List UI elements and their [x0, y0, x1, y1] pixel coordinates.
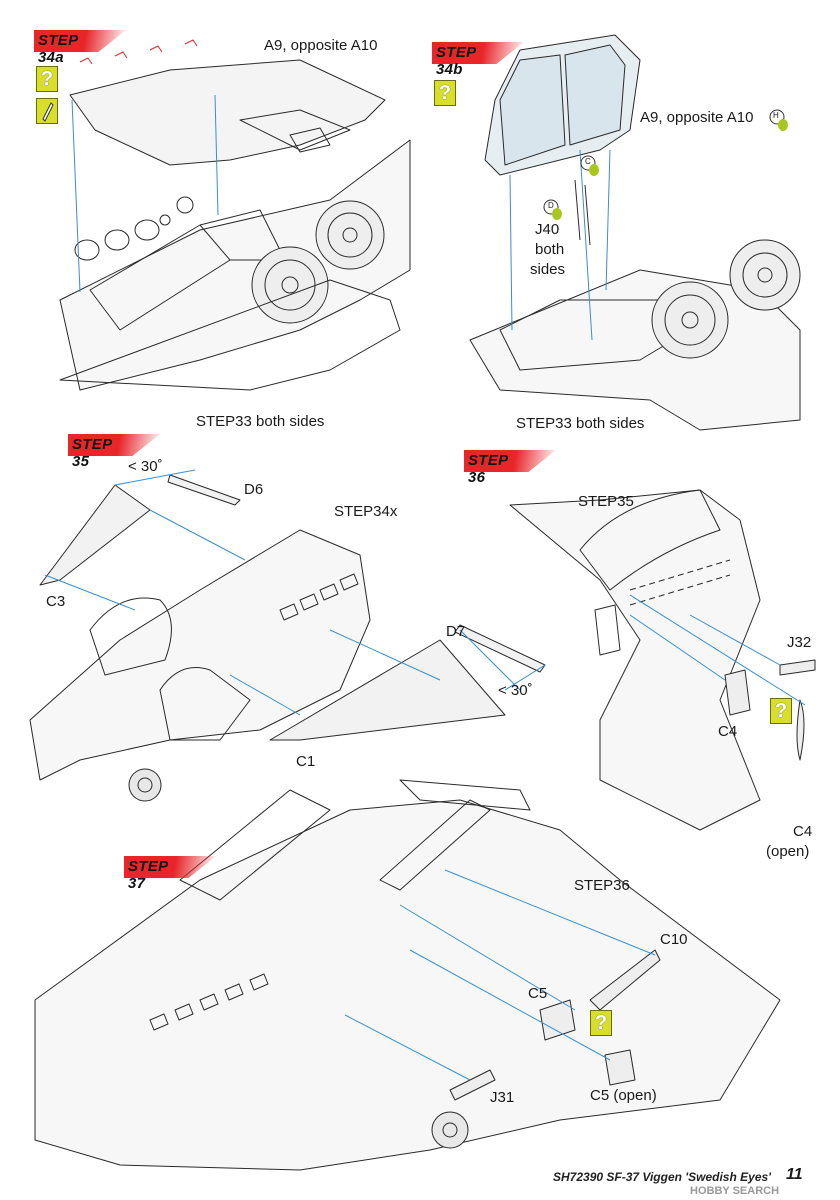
question-icon: ?	[590, 1010, 612, 1036]
label-c4: C4	[718, 723, 738, 740]
label-step35: STEP35	[578, 493, 634, 510]
label-j32: J32	[787, 634, 812, 651]
label-step34x: STEP34x	[334, 503, 398, 520]
step37-illustration	[34, 779, 781, 1171]
label-c4-open: C4	[793, 823, 813, 840]
label-a9-34b: A9, opposite A10	[640, 109, 754, 126]
cut-tool-icon	[36, 98, 58, 124]
label-angle-top: < 30˚	[128, 458, 163, 475]
label-c4-open-suffix: (open)	[766, 843, 810, 860]
label-c1: C1	[296, 753, 316, 770]
label-c10: C10	[660, 931, 688, 948]
step-36-title: STEP 36	[468, 452, 508, 486]
label-c5: C5	[528, 985, 548, 1002]
step-37-title: STEP 37	[128, 858, 168, 892]
page-number: 11	[786, 1166, 803, 1183]
callout-d: D	[548, 201, 554, 210]
step-35-title: STEP 35	[72, 436, 112, 470]
label-j40-sides: sides	[530, 261, 566, 278]
question-icon: ?	[770, 698, 792, 724]
watermark: HOBBY SEARCH	[690, 1185, 780, 1197]
label-j40-both: both	[535, 241, 565, 258]
step34b-illustration	[469, 34, 801, 431]
label-step33-34b: STEP33 both sides	[516, 415, 645, 432]
step34a-illustration	[59, 39, 411, 391]
label-angle-bottom: < 30˚	[498, 682, 533, 699]
step-34b-title: STEP 34b	[436, 44, 476, 78]
step36-illustration	[509, 489, 816, 831]
label-d7: D7	[446, 623, 466, 640]
label-j40: J40	[535, 221, 560, 238]
assembly-arrows	[44, 94, 806, 1081]
label-c5-open: C5 (open)	[590, 1087, 657, 1104]
callouts	[543, 109, 788, 220]
footer-code: SH72390 SF-37 Viggen 'Swedish Eyes'	[553, 1170, 772, 1184]
label-j31: J31	[490, 1089, 515, 1106]
question-icon: ?	[434, 80, 456, 106]
label-step33-34a: STEP33 both sides	[196, 413, 325, 430]
label-step36: STEP36	[574, 877, 630, 894]
step35-illustration	[29, 474, 546, 802]
label-c3: C3	[46, 593, 66, 610]
label-a9-34a: A9, opposite A10	[264, 37, 378, 54]
question-icon: ?	[36, 66, 58, 92]
label-d6: D6	[244, 481, 264, 498]
step-34a-title: STEP 34a	[38, 32, 78, 66]
callout-c: C	[585, 157, 591, 166]
callout-h: H	[773, 111, 779, 120]
